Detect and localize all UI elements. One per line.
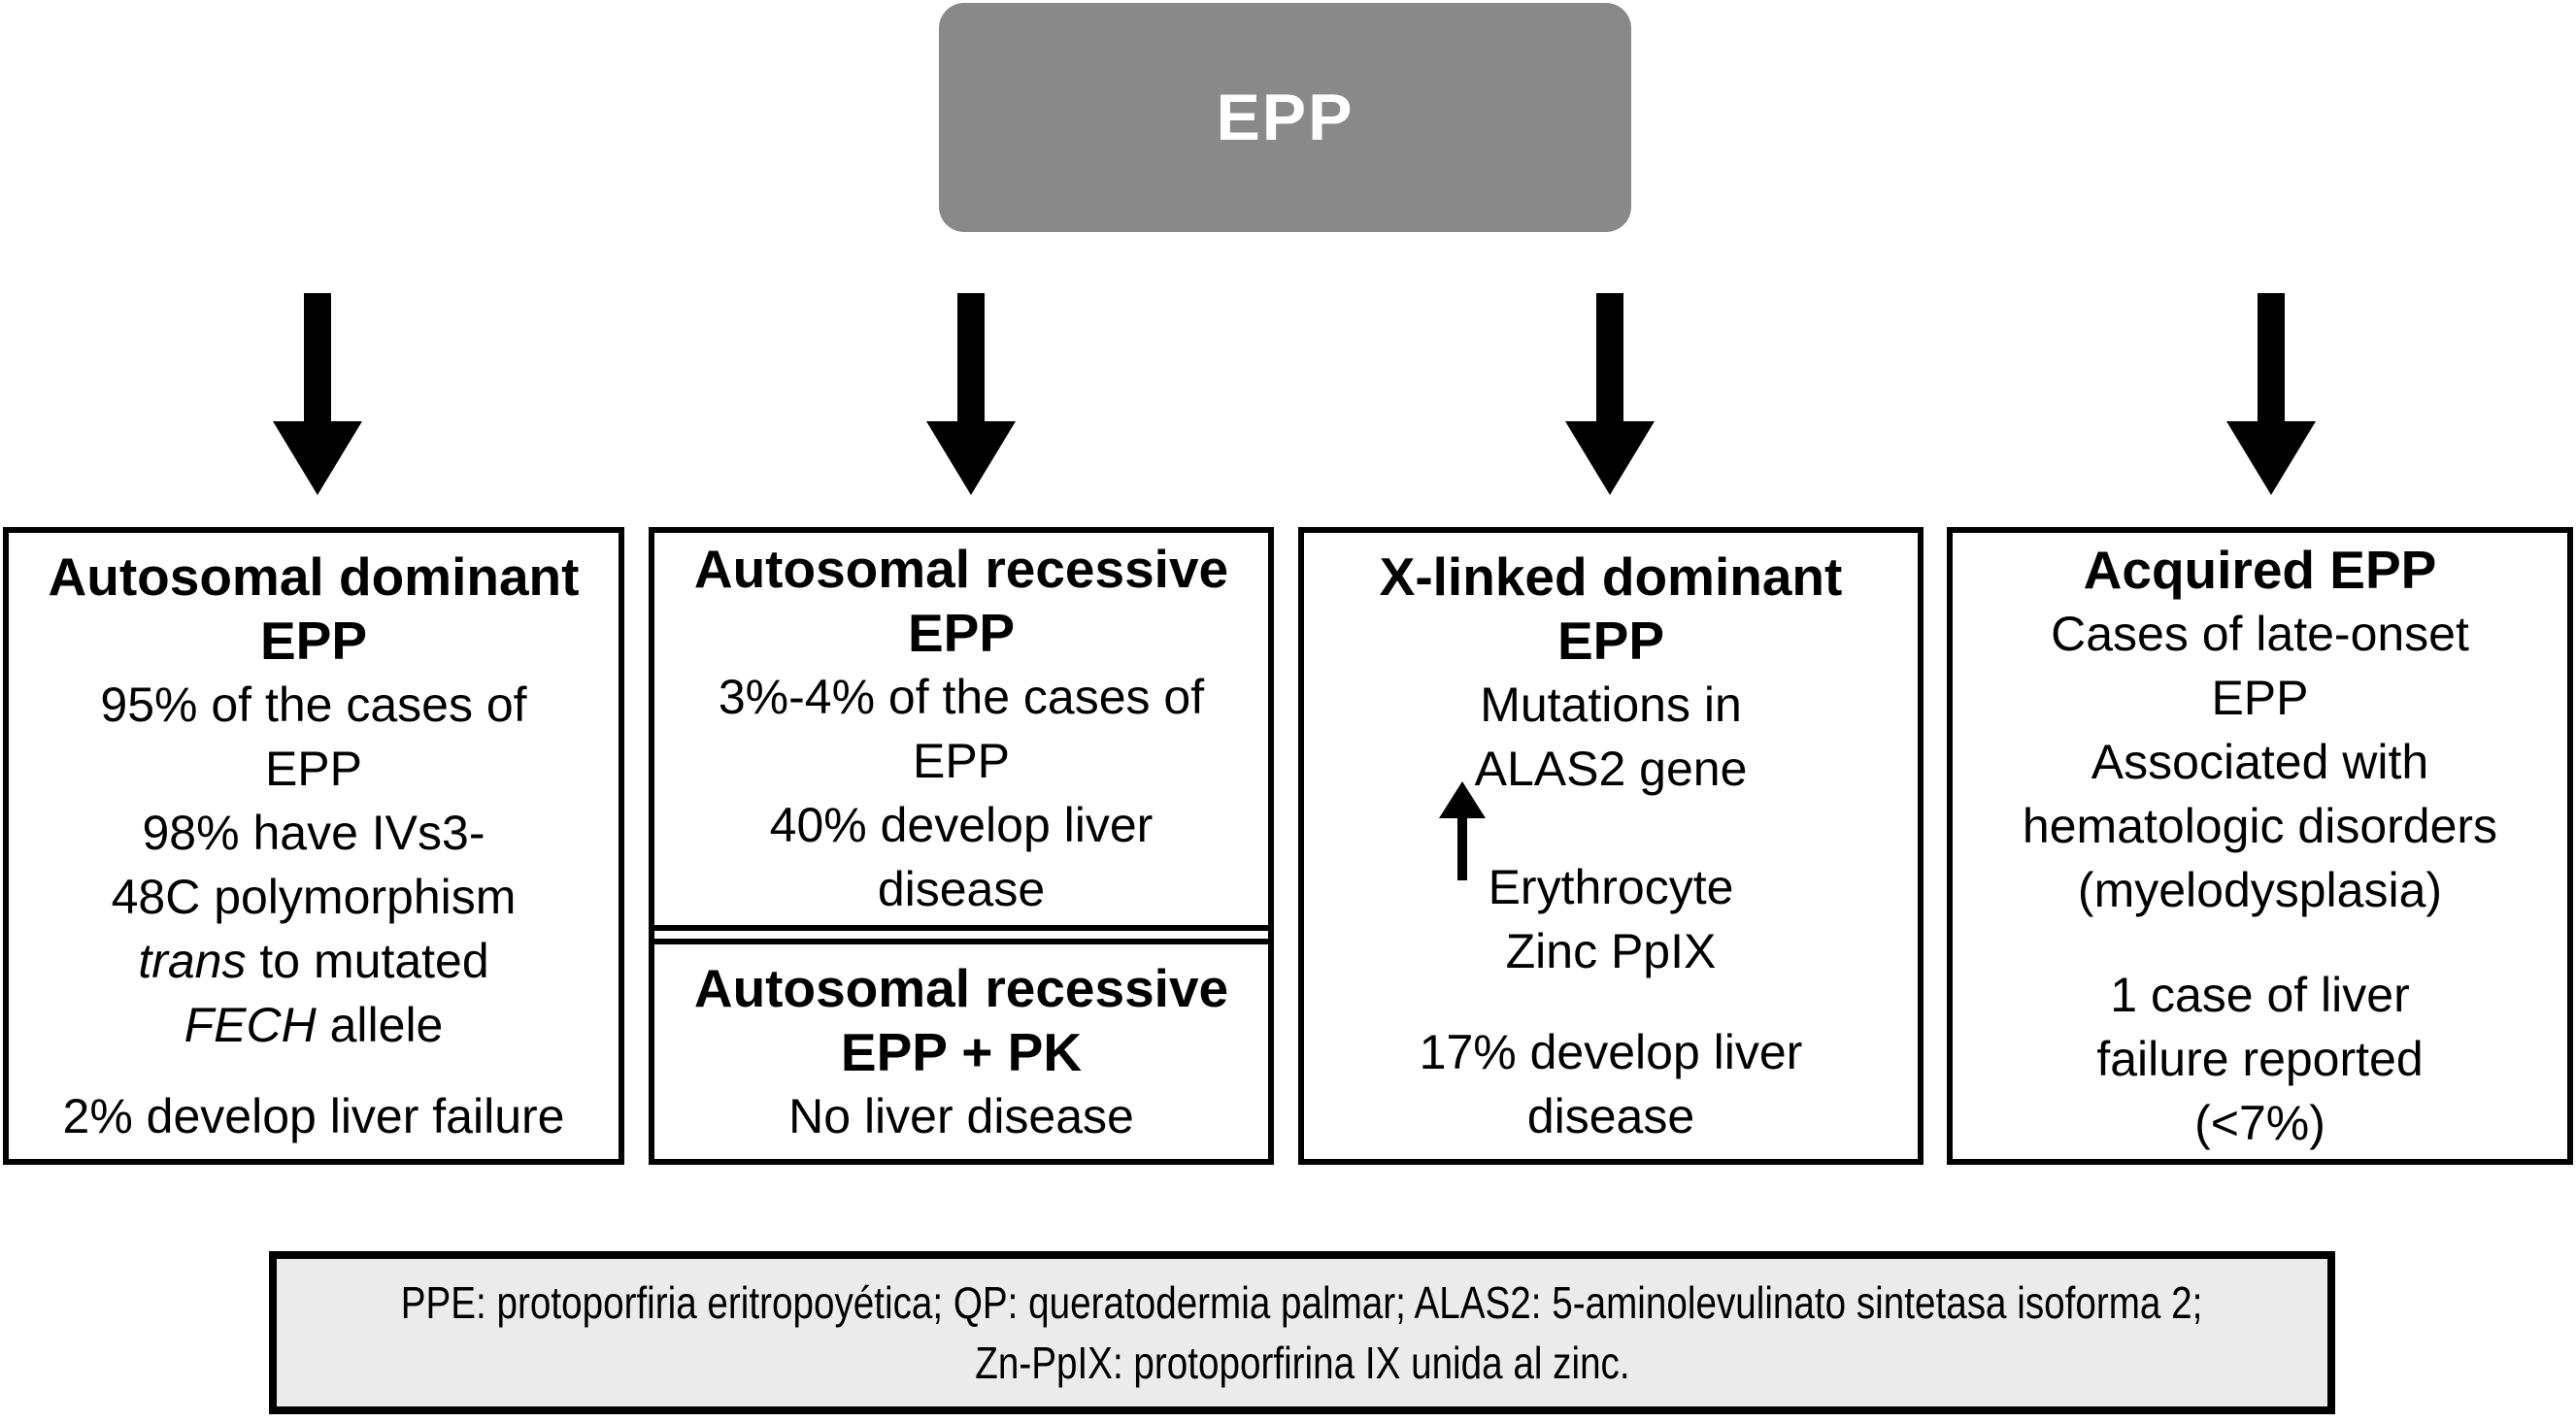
italic-gene-text: trans [138,933,247,988]
down-arrow-icon [926,293,1016,495]
italic-gene-text: FECH [184,997,317,1052]
box-footer: 17% develop liver disease [1419,1024,1803,1143]
box-body: Erythrocyte Zinc PpIX [1488,859,1734,978]
box-body: 3%-4% of the cases of EPP 40% develop li… [718,670,1205,916]
branch-box-acquired-epp: Acquired EPP Cases of late-onset EPP Ass… [1947,527,2573,1165]
down-arrow-icon [273,293,362,495]
plain-text: allele [316,997,444,1052]
footnote-line: Zn-PpIX: protoporfirina IX unida al zinc… [974,1338,1630,1388]
box-body: Mutations in ALAS2 gene [1474,677,1748,796]
subbox-autosomal-recessive-epp-pk: Autosomal recessive EPP + PK No liver di… [654,944,1268,1159]
box-body: No liver disease [788,1088,1134,1143]
box-footer: 1 case of liver failure reported (<7%) [2096,967,2424,1150]
box-footer: 2% develop liver failure [62,1088,565,1143]
root-node-label: EPP [1216,81,1355,154]
section-divider [654,925,1268,944]
down-arrow-icon [1565,293,1655,495]
branch-box-autosomal-recessive-epp: Autosomal recessive EPP 3%-4% of the cas… [649,527,1274,1165]
box-body: Cases of late-onset EPP Associated with … [2022,606,2498,917]
subbox-autosomal-recessive-epp: Autosomal recessive EPP 3%-4% of the cas… [654,533,1268,925]
box-body-italic-line: trans to mutated FECH allele [138,929,488,1057]
down-arrow-icon [2226,293,2316,495]
up-arrow-icon [1439,781,1486,880]
root-node-epp: EPP [939,3,1631,232]
box-title: X-linked dominant EPP [1379,546,1843,671]
box-title: Autosomal recessive EPP [693,539,1229,663]
branch-box-x-linked-dominant-epp: X-linked dominant EPP Mutations in ALAS2… [1298,527,1924,1165]
box-title: Autosomal recessive EPP + PK [693,957,1229,1082]
box-title: Autosomal dominant EPP [48,546,580,671]
plain-text: to mutated [259,933,489,988]
branch-box-autosomal-dominant-epp: Autosomal dominant EPP 95% of the cases … [3,527,624,1165]
box-body: 95% of the cases of EPP 98% have IVs3- 4… [100,677,527,924]
footnote-line: PPE: protoporfiria eritropoyética; QP: q… [401,1277,2203,1328]
box-title: Acquired EPP [2083,539,2437,600]
footnote-box: PPE: protoporfiria eritropoyética; QP: q… [269,1251,2335,1414]
